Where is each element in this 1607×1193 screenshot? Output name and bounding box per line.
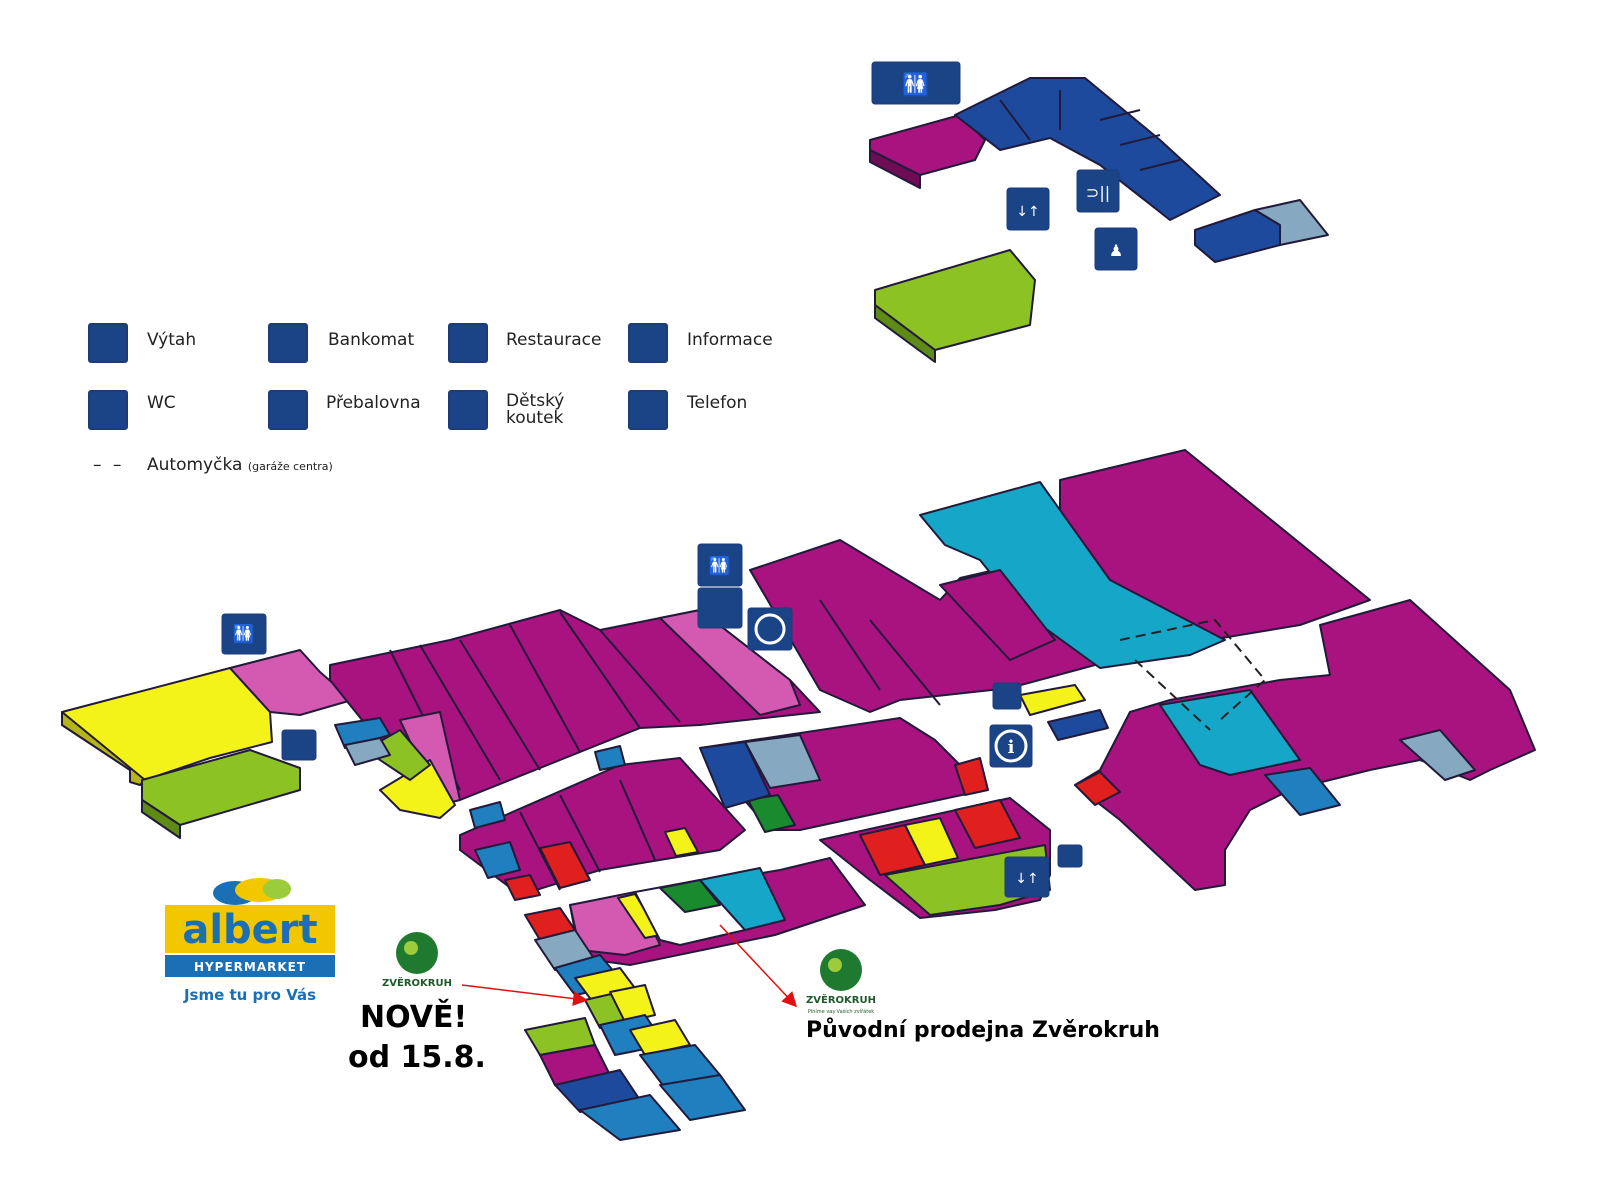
svg-text:♟: ♟ xyxy=(1109,241,1123,260)
unit-blue-island-2[interactable] xyxy=(699,741,771,809)
toilet-icon xyxy=(697,543,743,587)
albert-slogan: Jsme tu pro Vás xyxy=(183,986,316,1004)
unit-upper-blue-row[interactable] xyxy=(954,77,1221,221)
zverokruh-logo-original: ZVĚROKRUH Plníme vaş Vaších zvířátek xyxy=(806,949,876,1015)
unit-blue-island-1[interactable] xyxy=(474,841,521,879)
unit-blue-float[interactable] xyxy=(1047,709,1109,741)
unit-yellow-island-1[interactable] xyxy=(664,827,699,857)
legend-label-information: Informace xyxy=(687,330,773,350)
carwash-dash-symbol: – – xyxy=(93,455,125,475)
legend-label-elevator: Výtah xyxy=(147,330,197,350)
svg-text:↓↑: ↓↑ xyxy=(1015,871,1038,887)
svg-text:⊃||: ⊃|| xyxy=(1086,183,1110,202)
unit-red-island-2[interactable] xyxy=(954,757,989,796)
unit-cyan-strip[interactable] xyxy=(919,481,1226,669)
svg-text:🚻: 🚻 xyxy=(709,555,731,577)
baby-changing-icon xyxy=(268,390,308,430)
albert-sub: HYPERMARKET xyxy=(194,960,306,974)
legend-label-baby-changing: Přebalovna xyxy=(326,393,421,413)
arrow-new-store xyxy=(461,984,588,1006)
legend-carwash-note: (garáže centra) xyxy=(247,460,333,473)
atm-icon xyxy=(992,682,1022,710)
legend-label-toilet: WC xyxy=(147,393,176,413)
elevator-icon xyxy=(1004,856,1050,898)
unit-grey-right[interactable] xyxy=(1399,729,1476,781)
toilet-icon xyxy=(88,390,128,430)
zverokruh-logo-new: ZVĚROKRUH xyxy=(382,932,452,989)
zverokruh-name-new: ZVĚROKRUH xyxy=(382,976,452,989)
unit-red-island-3b[interactable] xyxy=(954,799,1021,849)
unit-green-strip[interactable] xyxy=(659,879,721,913)
callout-original-store: Původní prodejna Zvěrokruh xyxy=(806,1018,1160,1043)
zverokruh-tagline: Plníme vaş Vaších zvířátek xyxy=(808,1008,874,1015)
svg-text:i: i xyxy=(1008,737,1015,758)
albert-brand: albert xyxy=(182,907,317,953)
svg-text:🚻: 🚻 xyxy=(902,72,929,98)
legend-label-atm: Bankomat xyxy=(328,330,415,350)
zverokruh-name-original: ZVĚROKRUH xyxy=(806,993,876,1006)
unit-red-island-1[interactable] xyxy=(539,841,591,889)
arrow-original-store xyxy=(719,924,798,1008)
kids-corner-icon xyxy=(448,390,488,430)
toilet-icon xyxy=(871,61,961,105)
atm-icon xyxy=(1057,844,1083,868)
svg-text:🚻: 🚻 xyxy=(233,623,255,645)
unit-pink-center[interactable] xyxy=(659,609,801,716)
telephone-icon xyxy=(628,390,668,430)
unit-blue-right[interactable] xyxy=(1264,767,1341,816)
unit-magenta-right[interactable] xyxy=(1074,599,1536,891)
elevator-icon xyxy=(1006,187,1050,231)
unit-magenta-island-1[interactable] xyxy=(459,757,746,896)
unit-cyan-strip-2[interactable] xyxy=(699,867,786,931)
atm-icon xyxy=(281,729,317,761)
legend-label-telephone: Telefon xyxy=(687,393,748,413)
callout-new-line2: od 15.8. xyxy=(348,1040,486,1075)
unit-grey-island-2[interactable] xyxy=(744,734,821,789)
atm-icon xyxy=(268,323,308,363)
unit-upper-grey[interactable] xyxy=(1254,199,1329,246)
restaurant-icon xyxy=(448,323,488,363)
albert-logo: albert HYPERMARKET Jsme tu pro Vás xyxy=(165,875,345,1025)
legend-label-kids-corner: Dětský koutek xyxy=(506,391,565,428)
unit-magenta-mid[interactable] xyxy=(939,569,1056,661)
carwash-path xyxy=(1119,618,1267,721)
unit-red-right[interactable] xyxy=(1074,771,1121,806)
upper-floor: 🚻 ↓↑ ⊃|| ♟ xyxy=(869,61,1329,363)
svg-text:↓↑: ↓↑ xyxy=(1016,204,1039,220)
unit-yellow-island-3[interactable] xyxy=(904,817,959,866)
unit-green-island-2[interactable] xyxy=(747,794,796,833)
baby-changing-icon xyxy=(697,587,743,629)
lower-floor: 🚻 🚻 i ↓↑ ZVĚROKRUH ZVĚROKRUH Plníme vaş … xyxy=(61,449,1536,1141)
elevator-icon xyxy=(88,323,128,363)
legend-label-carwash: Automyčka (garáže centra) xyxy=(147,455,333,475)
kids-corner-icon xyxy=(1094,227,1138,271)
unit-cyan-right[interactable] xyxy=(1159,689,1301,776)
unit-yellow-float[interactable] xyxy=(1019,684,1086,716)
callout-new-line1: NOVĚ! xyxy=(360,1000,468,1035)
toilet-icon xyxy=(221,613,267,655)
information-icon xyxy=(628,323,668,363)
unit-blue-small[interactable] xyxy=(334,717,391,749)
restaurant-icon xyxy=(1076,169,1120,213)
legend-label-restaurant: Restaurace xyxy=(506,330,602,350)
